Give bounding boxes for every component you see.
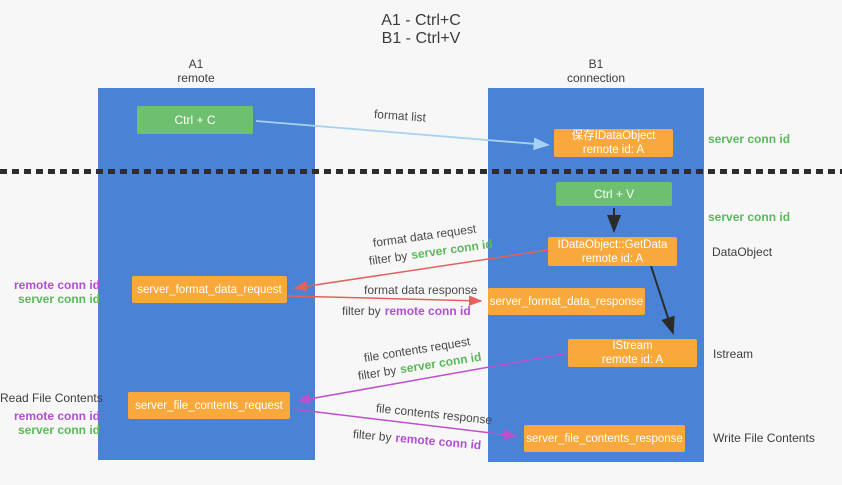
column-header-a1: A1 remote	[96, 57, 296, 85]
node-save-idataobject-line2: remote id: A	[582, 144, 645, 156]
column-a1-name: A1	[188, 57, 204, 71]
node-server-file-contents-request-label: server_file_contents_request	[135, 399, 283, 412]
node-server-format-data-response: server_format_data_response	[488, 288, 645, 315]
node-server-file-contents-response: server_file_contents_response	[524, 425, 685, 452]
node-ctrl-c-label: Ctrl + C	[174, 113, 216, 127]
column-a1-role: remote	[177, 71, 215, 85]
node-ctrl-c: Ctrl + C	[137, 106, 253, 134]
format-list-arrow	[255, 120, 550, 151]
column-b1-name: B1	[588, 57, 604, 71]
server-conn-id-label: server conn id	[17, 292, 100, 306]
node-istream-line2: remote id: A	[601, 354, 664, 366]
node-ctrl-v: Ctrl + V	[556, 182, 672, 206]
filter-by-text: filter by	[342, 304, 381, 318]
left-conn-id-pair-bottom: remote conn id server conn id	[0, 409, 100, 437]
node-idataobject-getdata-line2: remote id: A	[581, 252, 644, 265]
node-server-format-data-response-label: server_format_data_response	[489, 295, 644, 308]
node-ctrl-v-label: Ctrl + V	[593, 187, 635, 201]
title-line-2: B1 - Ctrl+V	[381, 30, 461, 47]
side-label-server-conn-id-mid: server conn id	[708, 210, 791, 224]
node-server-file-contents-request: server_file_contents_request	[128, 392, 290, 419]
node-server-format-data-request: server_format_data_request	[132, 276, 287, 303]
file-contents-request-arrow	[296, 352, 569, 405]
side-label-read-file-contents: Read File Contents	[0, 391, 103, 405]
format-data-request-arrow	[293, 249, 549, 292]
column-header-b1: B1 connection	[488, 57, 704, 85]
side-label-server-conn-id-top: server conn id	[708, 132, 791, 146]
node-idataobject-getdata: IDataObject::GetData remote id: A	[548, 237, 677, 266]
node-istream: IStream remote id: A	[568, 339, 697, 367]
side-label-istream: Istream	[713, 347, 754, 361]
remote-conn-id-label: remote conn id	[13, 409, 100, 423]
label-format-data-response: format data response	[364, 283, 478, 297]
node-server-file-contents-response-label: server_file_contents_response	[526, 432, 683, 445]
node-save-idataobject-line1: 保存IDataObject	[571, 130, 656, 142]
file-contents-response-arrow	[291, 408, 518, 440]
remote-conn-id-text: remote conn id	[384, 304, 471, 318]
node-server-format-data-request-label: server_format_data_request	[137, 283, 282, 296]
remote-conn-id-label: remote conn id	[13, 278, 100, 292]
diagram-title: A1 - Ctrl+C B1 - Ctrl+V	[0, 12, 842, 48]
left-conn-id-pair-mid: remote conn id server conn id	[0, 278, 100, 306]
getdata-to-istream-arrow	[650, 265, 675, 335]
title-line-1: A1 - Ctrl+C	[381, 12, 461, 29]
node-istream-line1: IStream	[612, 340, 653, 352]
session-divider-dotted-line	[0, 169, 842, 174]
format-data-response-arrow	[287, 295, 483, 306]
side-label-write-file-contents: Write File Contents	[713, 431, 815, 445]
server-conn-id-label: server conn id	[17, 423, 100, 437]
column-b1-role: connection	[566, 71, 626, 85]
node-idataobject-getdata-line1: IDataObject::GetData	[557, 238, 668, 251]
node-save-idataobject: 保存IDataObject remote id: A	[554, 129, 673, 157]
side-label-dataobject: DataObject	[712, 245, 773, 259]
